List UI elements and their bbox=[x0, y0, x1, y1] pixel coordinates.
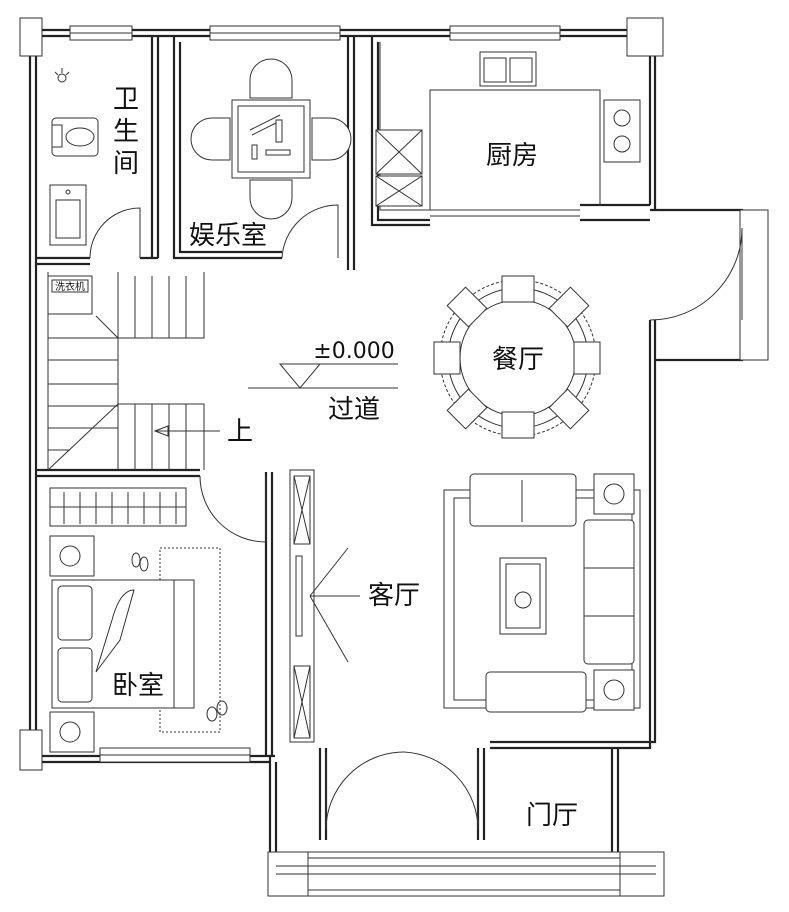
bathroom-label-3: 间 bbox=[113, 149, 139, 179]
living-room-label: 客厅 bbox=[368, 581, 420, 611]
interior-walls bbox=[36, 36, 650, 756]
bathroom-label-1: 卫 bbox=[113, 85, 139, 115]
living-room-furniture bbox=[295, 473, 641, 713]
stairs-up-label: 上 bbox=[227, 417, 253, 447]
corridor-label: 过道 bbox=[328, 395, 380, 425]
doors bbox=[89, 204, 743, 831]
washing-machine-label: 洗衣机 bbox=[55, 280, 85, 293]
washing-machine bbox=[47, 275, 93, 315]
kitchen-fixtures bbox=[375, 42, 641, 211]
bedroom-label: 卧室 bbox=[112, 671, 164, 701]
exterior-walls bbox=[19, 17, 769, 897]
bedroom-furniture bbox=[49, 487, 228, 753]
dining-table bbox=[433, 275, 601, 439]
bathroom-fixtures bbox=[47, 68, 99, 315]
kitchen-label: 厨房 bbox=[486, 141, 538, 171]
top-windows bbox=[69, 25, 561, 763]
level-marker bbox=[248, 363, 398, 389]
bathroom-label-2: 生 bbox=[113, 117, 139, 147]
staircase bbox=[47, 272, 220, 471]
dining-label: 餐厅 bbox=[492, 345, 544, 375]
game-room-label: 娱乐室 bbox=[189, 221, 267, 251]
foyer-label: 门厅 bbox=[526, 801, 578, 831]
level-mark-label: ±0.000 bbox=[313, 339, 394, 364]
mahjong-table bbox=[190, 58, 352, 220]
